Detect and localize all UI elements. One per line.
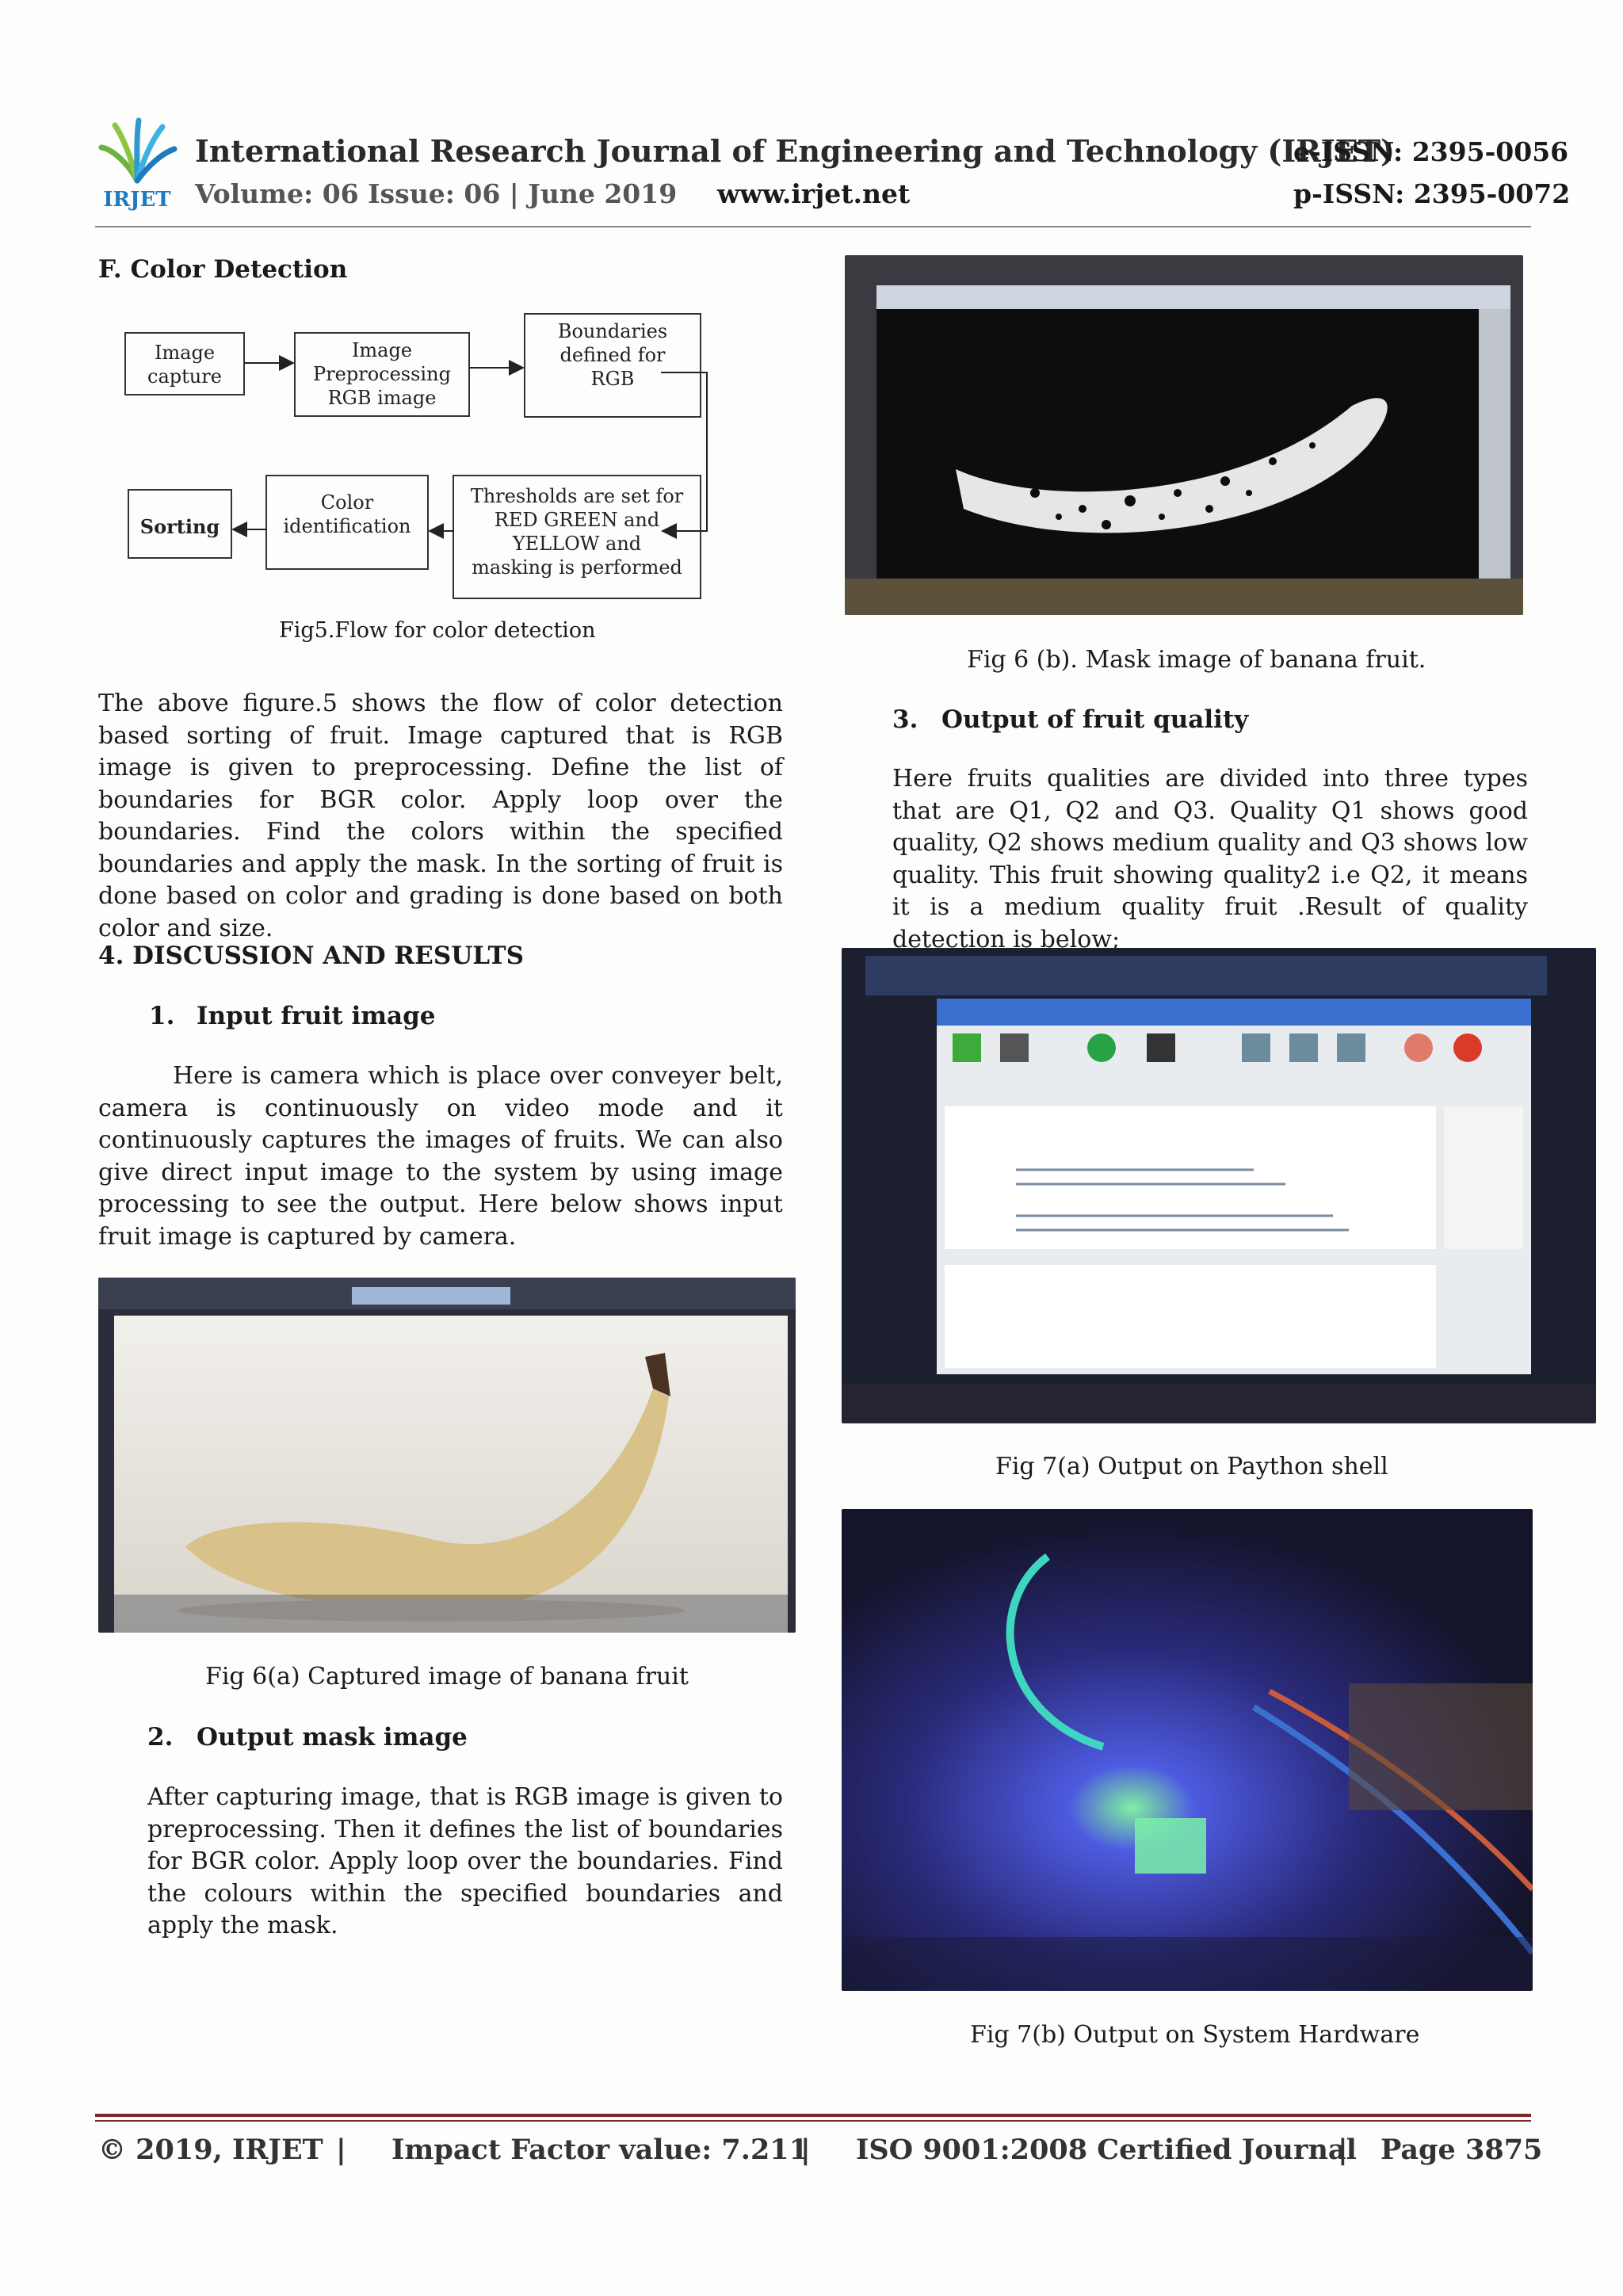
- item3-title: Output of fruit quality: [941, 705, 1249, 734]
- item1-number: 1.: [149, 1002, 175, 1030]
- flow-box1-line2: capture: [147, 365, 222, 388]
- paragraph-fruit-quality: Here fruits qualities are divided into t…: [892, 765, 1528, 953]
- e-issn: e-ISSN: 2395-0056: [1293, 136, 1569, 167]
- fig7a-python-shell-photo: [842, 948, 1596, 1423]
- flow-box3-line2: defined for: [559, 344, 666, 366]
- footer-impact-factor: Impact Factor value: 7.211: [391, 2134, 809, 2166]
- footer-divider-thick: [95, 2114, 1531, 2117]
- flow-box4-line3: YELLOW and: [512, 533, 641, 555]
- flow-box2-line2: Preprocessing: [313, 363, 451, 385]
- p-issn: p-ISSN: 2395-0072: [1293, 178, 1571, 209]
- item2-title: Output mask image: [197, 1723, 468, 1752]
- flow-box2-line1: Image: [352, 339, 412, 361]
- footer-separator-1: |: [336, 2134, 346, 2166]
- fig6a-caption: Fig 6(a) Captured image of banana fruit: [205, 1663, 689, 1690]
- item1-title: Input fruit image: [197, 1002, 436, 1030]
- flow-box4-line2: RED GREEN and: [495, 509, 660, 531]
- footer-copyright: © 2019, IRJET: [98, 2134, 323, 2166]
- footer-divider-thin: [95, 2120, 1531, 2122]
- header-divider: [95, 226, 1531, 227]
- fig6b-caption: Fig 6 (b). Mask image of banana fruit.: [967, 646, 1426, 674]
- footer-separator-3: |: [1338, 2134, 1348, 2166]
- journal-title: International Research Journal of Engine…: [195, 133, 1395, 169]
- fig7b-hardware-photo: [842, 1509, 1533, 1991]
- flow-box5-line2: identification: [283, 515, 411, 537]
- paragraph-color-detection: The above figure.5 shows the flow of col…: [98, 690, 783, 942]
- logo-text: IRJET: [103, 188, 171, 211]
- flow-box5-line1: Color: [321, 491, 374, 514]
- item2-number: 2.: [147, 1723, 174, 1752]
- volume-issue: Volume: 06 Issue: 06 | June 2019: [195, 178, 678, 209]
- section-heading-f: F. Color Detection: [98, 255, 348, 284]
- flow-box4-line4: masking is performed: [472, 556, 682, 579]
- section-heading-4: 4. DISCUSSION AND RESULTS: [98, 942, 524, 970]
- flow-box3-line3: RGB: [591, 368, 635, 390]
- paragraph-output-mask: After capturing image, that is RGB image…: [147, 1783, 783, 1939]
- flow-box4-line1: Thresholds are set for: [471, 485, 684, 507]
- paragraph-input-fruit: Here is camera which is place over conve…: [98, 1062, 783, 1251]
- color-detection-flow-diagram: Image capture Image Preprocessing RGB im…: [119, 301, 721, 610]
- journal-website: www.irjet.net: [717, 178, 911, 209]
- item3-number: 3.: [892, 705, 918, 734]
- fig6b-mask-photo: [845, 255, 1523, 615]
- flow-box1-line1: Image: [155, 342, 215, 364]
- flow-box6-line1: Sorting: [140, 515, 220, 538]
- flow-box2-line3: RGB image: [328, 387, 437, 409]
- fig7a-caption: Fig 7(a) Output on Paython shell: [995, 1453, 1388, 1480]
- footer-separator-2: |: [800, 2134, 811, 2166]
- fig7b-caption: Fig 7(b) Output on System Hardware: [970, 2021, 1420, 2049]
- fig6a-banana-photo: [98, 1278, 796, 1633]
- footer-iso: ISO 9001:2008 Certified Journal: [856, 2134, 1357, 2166]
- irjet-logo: IRJET: [95, 117, 179, 212]
- fig5-caption: Fig5.Flow for color detection: [279, 618, 596, 643]
- footer-page-number: Page 3875: [1381, 2134, 1543, 2166]
- flow-box3-line1: Boundaries: [558, 320, 667, 342]
